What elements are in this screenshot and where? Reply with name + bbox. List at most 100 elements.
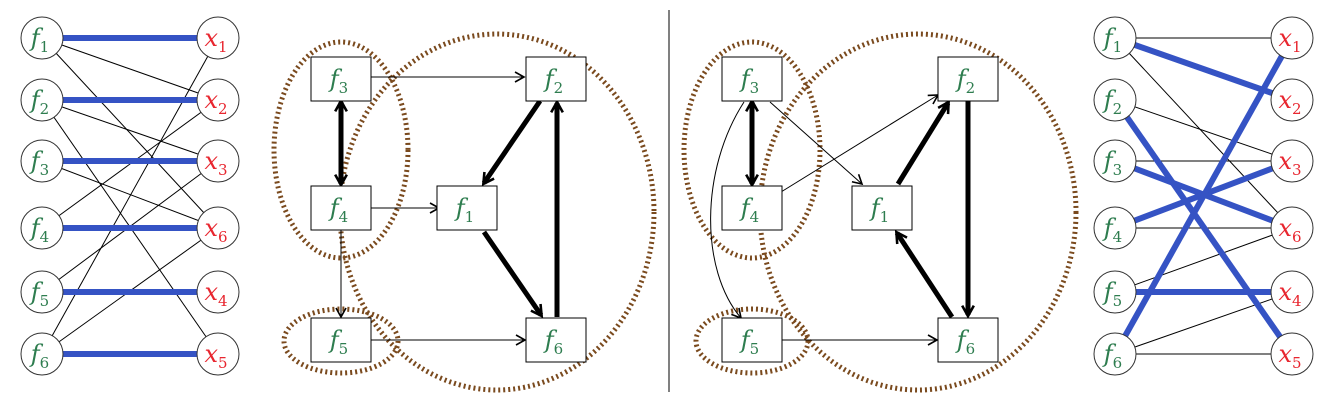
variable-node-x4: x4 [196,270,240,314]
factor-node-f2: f2 [20,78,64,122]
variable-label-x3: x3 [1278,147,1301,179]
matching-edges [42,35,218,357]
node-box [721,185,783,231]
edge-f6-f1 [894,233,955,319]
edge-f1-f2 [895,103,951,186]
factor-node-f6: f6 [1093,332,1137,376]
graph-node-f3: f3 [721,56,783,102]
node-circle [1270,270,1314,314]
factor-node-f3: f3 [1093,139,1137,183]
node-circle [20,78,64,122]
variable-label-x5: x5 [204,340,227,372]
node-circle [196,139,240,183]
edge-f2-x3 [41,99,219,162]
node-box [310,56,372,102]
cluster-f3-f4 [681,39,823,261]
graph-node-f6: f6 [937,317,999,363]
factor-node-f1: f1 [1093,16,1137,60]
bipartite-edges [41,37,219,355]
edge-f1-x2 [41,37,219,101]
node-circle [20,332,64,376]
factor-node-f5: f5 [1093,270,1137,314]
edge-f1-x6 [1114,37,1293,229]
node-circle [1093,139,1137,183]
graph-node-f5: f5 [721,317,783,363]
edge-f6-x1 [41,37,219,355]
matching-edge-f6-x1 [1112,36,1295,356]
graph-node-f5: f5 [310,317,372,363]
edge-f3-f1 [769,101,864,186]
variable-label-x6: x6 [1278,214,1301,246]
graph-node-f3: f3 [310,56,372,102]
graph-node-f2: f2 [937,56,999,102]
edge-f5-x6 [1114,227,1293,293]
variable-label-x4: x4 [1278,278,1301,310]
edge-f3-f5 [710,101,745,320]
cluster-f5 [693,306,811,376]
cluster-f3-f4 [271,39,411,261]
edge-f2-f1 [484,99,543,183]
node-circle [196,78,240,122]
edge-f4-f2 [780,94,940,193]
variable-node-x1: x1 [196,16,240,60]
variable-node-x2: x2 [1270,78,1314,122]
node-box [721,56,783,102]
edge-f2-x3 [1114,99,1293,162]
node-box [937,317,999,363]
variable-node-x5: x5 [196,332,240,376]
cluster-f1-f2-f6 [757,31,1079,393]
node-circle [1270,16,1314,60]
graph-node-f4: f4 [310,185,372,231]
node-circle [1270,332,1314,376]
matching-edge-f2-x5 [1112,98,1295,356]
cluster-f5 [281,306,401,376]
graph-node-f4: f4 [721,185,783,231]
node-circle [20,139,64,183]
edge-f6-x4 [1114,291,1293,355]
node-box [721,317,783,363]
node-circle [1270,206,1314,250]
edge-f1-x6 [41,37,219,229]
graph-node-f1: f1 [436,185,498,231]
directed-graph-right: f3 f4 f5 f2 f1 f6 [681,31,1079,393]
variable-label-x2: x2 [204,86,227,118]
bipartite-graph-left: f1 f2 f3 f4 f5 f6 x1 x2 x3 x6 x4 x5 [20,16,240,376]
variable-label-x4: x4 [204,278,227,310]
node-circle [1270,78,1314,122]
node-box [436,185,498,231]
variable-node-x6: x6 [196,206,240,250]
factor-node-f5: f5 [20,270,64,314]
factor-node-f1: f1 [20,16,64,60]
variable-node-x4: x4 [1270,270,1314,314]
variable-label-x6: x6 [204,214,227,246]
node-circle [1093,16,1137,60]
bipartite-edges [1114,37,1293,355]
node-circle [196,16,240,60]
variable-node-x6: x6 [1270,206,1314,250]
node-circle [196,206,240,250]
factor-node-f3: f3 [20,139,64,183]
node-box [525,317,587,363]
node-circle [196,270,240,314]
node-circle [20,16,64,60]
node-circle [1093,332,1137,376]
node-circle [20,206,64,250]
graph-node-f2: f2 [525,56,587,102]
node-box [937,56,999,102]
factor-node-f6: f6 [20,332,64,376]
variable-node-x5: x5 [1270,332,1314,376]
graph-node-f1: f1 [851,185,913,231]
variable-node-x3: x3 [1270,139,1314,183]
matching-edges [1112,35,1295,356]
variable-label-x1: x1 [1278,24,1301,56]
node-circle [1093,206,1137,250]
variable-label-x3: x3 [204,147,227,179]
factor-node-f4: f4 [20,206,64,250]
node-box [525,56,587,102]
node-box [851,185,913,231]
variable-node-x3: x3 [196,139,240,183]
node-box [310,317,372,363]
node-circle [1093,270,1137,314]
